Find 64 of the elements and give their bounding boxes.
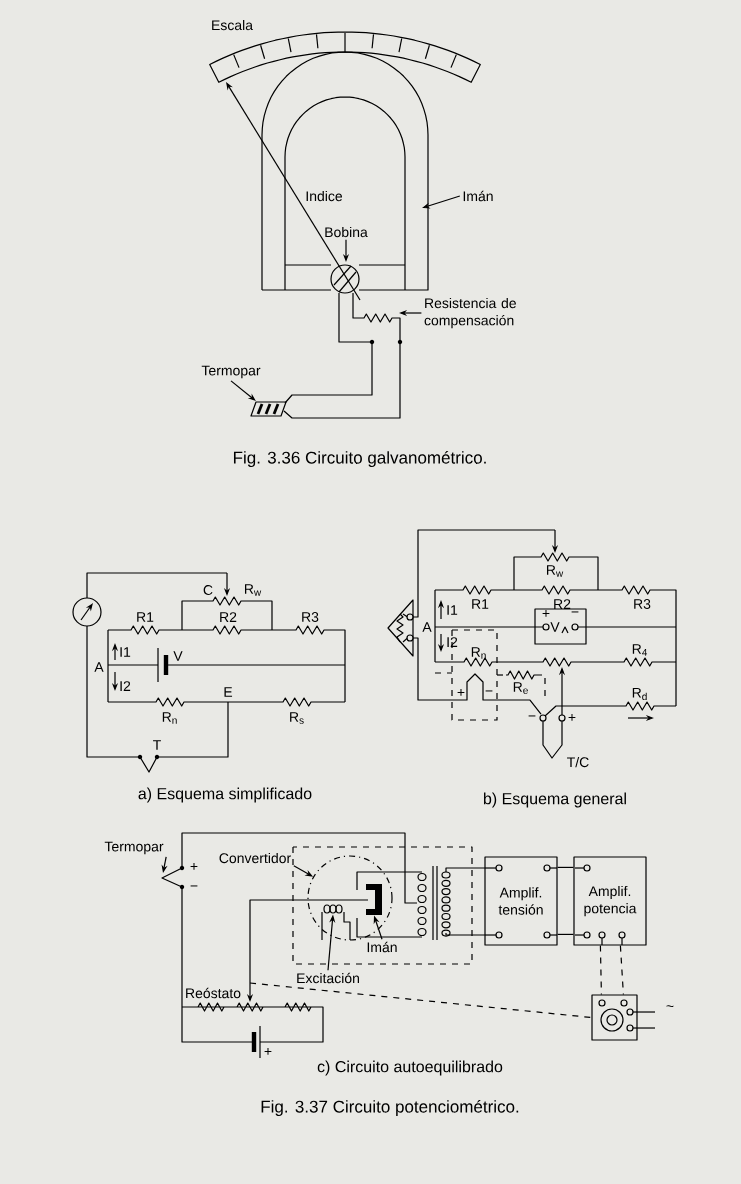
- node-letter: A: [94, 662, 104, 672]
- part-label: Escala: [212, 19, 253, 31]
- component-label: R2: [554, 599, 571, 609]
- part-label: Bobina: [325, 226, 368, 238]
- wire: [557, 933, 574, 935]
- figure-caption: Fig. 3.36 Circuito galvanométrico.: [234, 451, 486, 467]
- component-label: V: [173, 651, 183, 661]
- dashed-link: [619, 945, 624, 995]
- amplifier-box: Amplif. tensión: [484, 856, 558, 946]
- part-label: Resistencia de compensación: [424, 297, 516, 329]
- subfigure-caption: a) Esquema simplificado: [138, 787, 312, 803]
- subfigure-caption: c) Circuito autoequilibrado: [317, 1060, 503, 1076]
- terminal-sign: −: [571, 611, 579, 613]
- figure-caption: Fig. 3.37 Circuito potenciométrico.: [261, 1100, 519, 1116]
- component-label: R$_{w}$: [245, 584, 262, 596]
- current-label: I2: [120, 681, 131, 691]
- component-label: R$_{n}$: [471, 647, 486, 659]
- part-label: Termopar: [201, 365, 261, 379]
- terminal-sign: −: [190, 885, 198, 887]
- magnet-symbol: [366, 884, 382, 915]
- part-label: Reóstato: [186, 987, 241, 999]
- subfigure-caption: b) Esquema general: [484, 792, 626, 808]
- terminal-sign: +: [264, 1048, 272, 1055]
- part-label: Indice: [306, 190, 343, 202]
- dashed-link: [249, 982, 592, 1019]
- leader-line: [230, 380, 256, 401]
- component-label: R$_{4}$: [632, 644, 648, 656]
- node-letter: E: [224, 687, 233, 697]
- terminal-sign: +: [190, 863, 198, 870]
- motor-box: [591, 994, 656, 1041]
- component-label: R1: [472, 599, 489, 609]
- component-label: R3: [634, 599, 651, 609]
- part-label: Imán: [463, 190, 493, 202]
- node-letter: T: [153, 740, 161, 750]
- terminal-sign: +: [542, 610, 550, 617]
- current-label: I1: [447, 605, 458, 615]
- terminal-sign: +: [568, 714, 576, 721]
- current-label: I1: [120, 647, 131, 657]
- part-label: Excitación: [297, 972, 359, 984]
- component-label: R$_{w}$: [547, 565, 564, 577]
- part-label: Imán: [367, 941, 397, 953]
- dashed-link: [599, 945, 602, 995]
- node-letter: A: [422, 622, 432, 632]
- node-letter: T/C: [567, 756, 589, 768]
- current-label: I2: [447, 637, 458, 647]
- coil-symbol: [323, 904, 343, 914]
- component-label: R$_{e}$: [513, 682, 528, 694]
- component-label: R$_{s}$: [290, 712, 304, 724]
- wire: [557, 866, 574, 868]
- terminal-sign: +: [457, 689, 465, 696]
- component-label: R$_{n}$: [162, 712, 177, 724]
- component-label: R$_{d}$: [632, 687, 647, 701]
- component-label: C: [203, 585, 213, 595]
- component-label: R3: [302, 612, 319, 622]
- converter-circle: [307, 855, 393, 941]
- component-label: R1: [137, 612, 154, 622]
- part-label: Termopar: [104, 841, 164, 855]
- component-label: V: [550, 622, 560, 632]
- part-label: Convertidor: [219, 852, 291, 864]
- terminal-sign: −: [528, 715, 536, 717]
- component-label: R2: [220, 612, 237, 622]
- terminal-sign: ~: [666, 1005, 674, 1007]
- terminal-sign: −: [485, 690, 493, 692]
- amplifier-box: Amplif. potencia: [573, 856, 647, 946]
